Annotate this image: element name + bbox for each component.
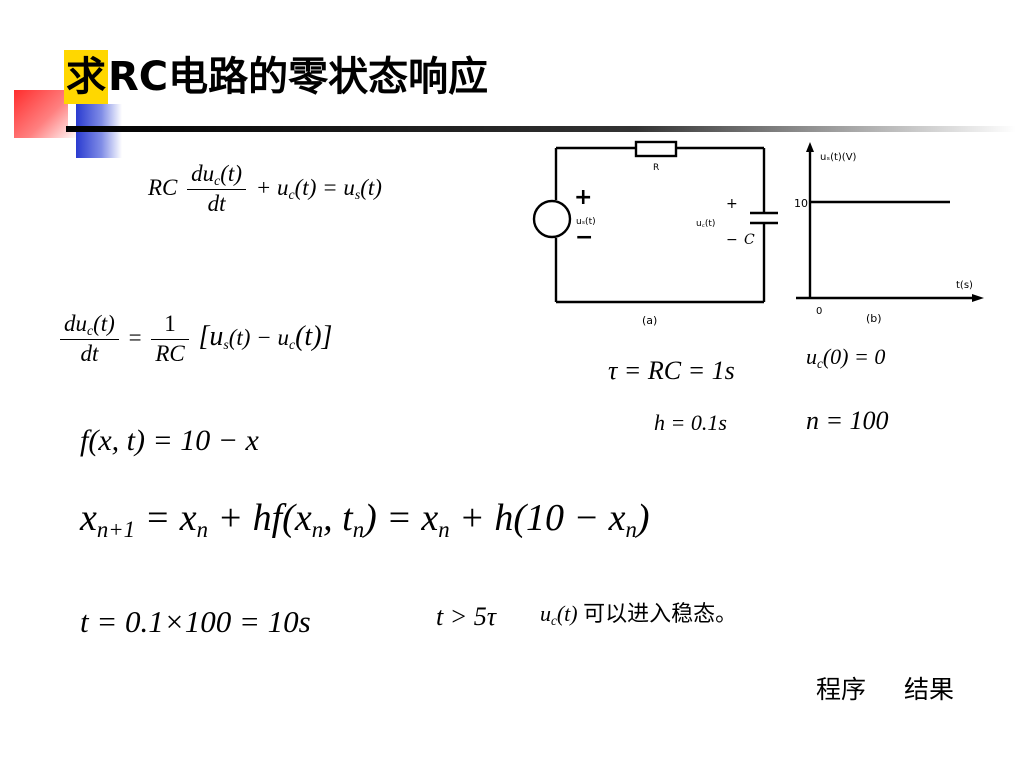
ode-den: dt <box>207 191 226 217</box>
iteration-equation: xn+1 = xn + hf(xn, tn) = xn + h(10 − xn) <box>80 496 650 543</box>
title-text: RC电路的零状态响应 <box>108 54 489 100</box>
deriv-equation: duc(t) dt = 1 RC [us(t) − uc(t)] <box>56 310 332 369</box>
ode-lhs-pre: RC <box>148 174 178 200</box>
steady-post: (t) <box>556 601 578 626</box>
iter-d-sub: n <box>352 516 365 542</box>
steady-pre: u <box>540 601 551 626</box>
deriv-bracket: [u <box>198 320 224 352</box>
time-condition: t > 5τ <box>436 602 497 631</box>
iter-f-sub: n <box>625 516 637 542</box>
title-highlight: 求 <box>64 50 108 104</box>
source-plus: + <box>574 185 592 210</box>
iter-a: x <box>80 497 97 539</box>
f-equation: f(x, t) = 10 − x <box>80 424 259 457</box>
iter-c: + hf(x <box>207 497 312 539</box>
init-sub: c <box>817 355 823 371</box>
program-link[interactable]: 程序 <box>816 675 867 704</box>
ode-fraction: duc(t) dt <box>187 160 246 219</box>
deco-white-gap <box>68 90 76 130</box>
graph-y-label: uₛ(t)(V) <box>820 152 857 163</box>
steady-text: 可以进入稳态。 <box>583 602 738 627</box>
cap-minus: − <box>726 232 738 248</box>
init-condition: uc(0) = 0 <box>806 344 885 372</box>
steady-state-note: uc(t) 可以进入稳态。 <box>540 596 737 629</box>
init-pre: u <box>806 344 817 369</box>
title-underline <box>66 126 1016 132</box>
iter-b: = x <box>135 497 197 539</box>
ode-num: du <box>191 161 215 186</box>
h-value: h = 0.1s <box>654 410 727 435</box>
n-value: n = 100 <box>806 406 889 435</box>
iter-f: + h(10 − x <box>449 497 626 539</box>
deriv-eq: = <box>128 324 142 350</box>
iter-b-sub: n <box>196 516 208 542</box>
resistor-label: R <box>653 163 659 173</box>
graph-x-label: t(s) <box>956 280 973 291</box>
voltage-source-shape <box>532 199 572 239</box>
ode-num-arg: (t) <box>220 161 242 186</box>
source-label: uₛ(t) <box>576 217 596 227</box>
source-step-graph: uₛ(t)(V) t(s) 10 0 (b) <box>794 142 984 325</box>
tau-equation: τ = RC = 1s <box>608 356 735 385</box>
init-post: (0) = 0 <box>822 344 886 369</box>
iter-e: ) = x <box>364 497 439 539</box>
deriv-den: dt <box>80 341 99 367</box>
ode-num-sub: c <box>214 173 221 189</box>
cap-plus: + <box>726 196 738 212</box>
deriv-k-den: RC <box>155 341 185 367</box>
deriv-num: du <box>64 311 87 336</box>
deriv-bend: (t)] <box>295 320 333 352</box>
ode-rhs: + u <box>255 174 289 200</box>
graph-origin: 0 <box>816 306 822 317</box>
iter-a-sub: n+1 <box>96 516 136 542</box>
iter-c-sub: n <box>311 516 324 542</box>
ode-rhs-sub: c <box>288 186 295 202</box>
deriv-bsub1: s <box>223 336 229 352</box>
source-minus: − <box>575 225 593 250</box>
slide-title: 求RC电路的零状态响应 <box>64 50 488 106</box>
graph-y-tick: 10 <box>794 197 808 210</box>
deriv-num-arg: (t) <box>93 311 115 336</box>
result-link[interactable]: 结果 <box>904 675 955 704</box>
circuit-caption: (a) <box>642 314 657 327</box>
deriv-k-fraction: 1 RC <box>151 310 189 369</box>
cap-label: u꜀(t) <box>696 219 715 229</box>
steady-sub: c <box>551 612 557 628</box>
iter-d: , t <box>323 497 353 539</box>
cap-name: C <box>744 232 755 248</box>
deriv-fraction: duc(t) dt <box>60 310 119 369</box>
resistor-shape <box>634 140 678 158</box>
ode-rhs-arg2: (t) <box>360 174 382 200</box>
graph-caption: (b) <box>866 312 882 325</box>
deriv-k-num: 1 <box>151 310 189 341</box>
iter-g: ) <box>636 497 650 539</box>
deriv-bmid: (t) − u <box>228 324 289 350</box>
total-time: t = 0.1×100 = 10s <box>80 604 311 639</box>
ode-equation: RC duc(t) dt + uc(t) = us(t) <box>148 160 382 219</box>
ode-rhs-arg: (t) = u <box>294 174 355 200</box>
deriv-bsub2: c <box>288 336 296 352</box>
rc-circuit-diagram: R + − uₛ(t) + − C u꜀(t) (a) <box>532 140 778 327</box>
iter-e-sub: n <box>438 516 450 542</box>
ode-rhs-sub2: s <box>354 186 361 202</box>
deriv-num-sub: c <box>87 323 94 339</box>
